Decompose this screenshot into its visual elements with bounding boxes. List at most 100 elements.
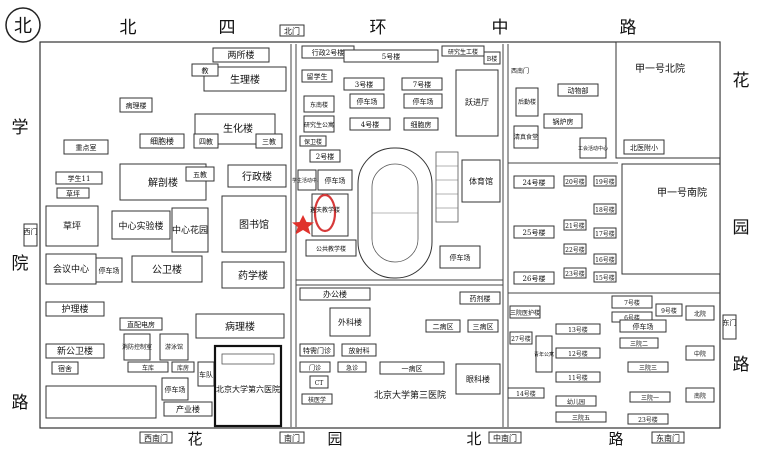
- building-warehouse[interactable]: 库房: [171, 361, 195, 373]
- region-jia1-south[interactable]: 甲一号南院: [621, 163, 721, 275]
- building-9[interactable]: 9号楼: [655, 303, 683, 317]
- building-14[interactable]: 14号楼: [507, 387, 545, 399]
- building-motorpool[interactable]: 车队: [197, 361, 215, 387]
- building-power-room[interactable]: 直配电房: [119, 317, 163, 331]
- building-logistics[interactable]: 后勤楼: [515, 87, 539, 117]
- building-25[interactable]: 25号楼: [513, 225, 555, 239]
- building-north-wing[interactable]: 北院: [685, 305, 715, 321]
- building-26[interactable]: 26号楼: [513, 271, 555, 285]
- building-vip-clinic[interactable]: 特需门诊: [299, 343, 335, 357]
- building-radiology[interactable]: 放射科: [341, 343, 377, 357]
- building-7-south[interactable]: 7号楼: [611, 295, 653, 309]
- building-third-hospital-3[interactable]: 三院三: [627, 361, 669, 373]
- building-pharmacy[interactable]: 药学楼: [221, 261, 285, 289]
- building-2[interactable]: 2号楼: [309, 149, 341, 163]
- parking-east[interactable]: 停车场: [619, 319, 667, 333]
- building-5jiao[interactable]: 五教: [185, 166, 215, 182]
- building-student-activity[interactable]: 学生活动中心: [292, 169, 322, 191]
- building-international-students[interactable]: 留学生: [301, 69, 333, 83]
- building-gymnasium[interactable]: 体育馆: [461, 159, 501, 203]
- parking-center-3[interactable]: 停车场: [317, 169, 353, 191]
- building-dorm[interactable]: 宿舍: [51, 361, 79, 375]
- building-new-public-health[interactable]: 新公卫楼: [45, 343, 105, 359]
- building-library[interactable]: 图书馆: [221, 195, 287, 253]
- building-outpatient[interactable]: 门诊: [299, 361, 331, 373]
- gate-north[interactable]: 北门: [279, 24, 305, 37]
- building-halal-canteen[interactable]: 清真食堂: [513, 125, 539, 149]
- building-boiler[interactable]: 锅炉房: [543, 113, 583, 129]
- building-nursing[interactable]: 护理楼: [45, 301, 105, 317]
- building-third-hospital-2[interactable]: 三院二: [619, 337, 659, 349]
- building-19[interactable]: 19号楼: [593, 175, 617, 187]
- building-natatorium[interactable]: 游泳馆: [159, 333, 189, 361]
- building-grad-apartment[interactable]: 研究生公寓: [303, 115, 335, 133]
- building-18[interactable]: 18号楼: [593, 203, 617, 215]
- parking-center-1[interactable]: 停车场: [349, 93, 385, 109]
- building-middle-wing[interactable]: 中院: [685, 345, 715, 361]
- building-security[interactable]: 保卫楼: [299, 135, 327, 147]
- building-emergency[interactable]: 急诊: [337, 361, 367, 373]
- building-beiyi-primary[interactable]: 北医附小: [623, 139, 665, 155]
- building-22[interactable]: 22号楼: [563, 243, 587, 255]
- building-animal-dept[interactable]: 动物部: [557, 83, 599, 97]
- building-third-hospital-5[interactable]: 三院五: [555, 411, 607, 423]
- gate-southwest[interactable]: 西南门: [139, 431, 173, 444]
- building-public-health[interactable]: 公卫楼: [131, 255, 203, 283]
- building-5[interactable]: 5号楼: [343, 49, 439, 63]
- gate-middle-south[interactable]: 中南门: [488, 431, 522, 444]
- building-cell[interactable]: 细胞楼: [139, 133, 185, 149]
- building-pharma-agent[interactable]: 药剂楼: [459, 291, 501, 305]
- building-23-res[interactable]: 23号楼: [563, 267, 587, 279]
- building-pku-sixth-hospital[interactable]: 北京大学第六医院: [213, 344, 283, 428]
- building-dongnan[interactable]: 东南楼: [303, 95, 335, 113]
- building-student11[interactable]: 学生11: [55, 171, 103, 185]
- building-23[interactable]: 23号楼: [627, 413, 669, 425]
- building-ward-3[interactable]: 三病区: [467, 319, 499, 333]
- building-16[interactable]: 16号楼: [593, 253, 617, 265]
- building-b[interactable]: B楼: [483, 51, 501, 65]
- building-yuejin-hall[interactable]: 跃进厅: [455, 69, 499, 137]
- building-central-lab[interactable]: 中心实验楼: [111, 210, 171, 240]
- building-fire-control[interactable]: 消防控制室: [122, 333, 152, 361]
- building-27[interactable]: 27号楼: [509, 331, 533, 345]
- building-reproductive-center[interactable]: [45, 385, 157, 419]
- building-20[interactable]: 20号楼: [563, 175, 587, 187]
- building-garage[interactable]: 车库: [127, 361, 169, 373]
- building-yifu-teaching[interactable]: 逸夫教学楼: [310, 193, 349, 237]
- building-3[interactable]: 3号楼: [343, 77, 385, 91]
- tennis-courts[interactable]: [435, 151, 459, 223]
- building-ward-1[interactable]: 一病区: [379, 361, 445, 375]
- building-surgery[interactable]: 外科楼: [329, 307, 371, 337]
- building-12[interactable]: 12号楼: [555, 347, 601, 359]
- building-3jiao[interactable]: 三教: [255, 133, 283, 149]
- building-kindergarten[interactable]: 幼儿园: [555, 395, 597, 407]
- building-key-lab[interactable]: 重点室: [63, 139, 109, 155]
- building-grad-work[interactable]: 研究生工楼: [441, 45, 485, 57]
- parking-west-1[interactable]: 停车场: [95, 257, 123, 283]
- building-staff-dorm[interactable]: 三院医护楼: [509, 305, 541, 319]
- building-13[interactable]: 13号楼: [555, 323, 601, 335]
- gate-east[interactable]: 东门: [722, 314, 737, 340]
- building-4jiao[interactable]: 四教: [193, 133, 219, 149]
- building-youth-apartment[interactable]: 青年公寓: [534, 335, 554, 373]
- building-pathology[interactable]: 病理楼: [195, 313, 285, 339]
- building-industry[interactable]: 产业楼: [163, 401, 213, 417]
- building-17[interactable]: 17号楼: [593, 227, 617, 239]
- gate-southeast[interactable]: 东南门: [651, 431, 685, 444]
- building-liangsuo[interactable]: 两所楼: [212, 47, 270, 63]
- central-garden[interactable]: 中心花园: [171, 207, 209, 253]
- building-15[interactable]: 15号楼: [593, 271, 617, 283]
- building-ward-2[interactable]: 二病区: [425, 319, 461, 333]
- building-third-hospital-1[interactable]: 三院一: [629, 391, 671, 403]
- building-nuclear[interactable]: 核医学: [301, 393, 333, 405]
- building-union-activity[interactable]: 工会活动中心: [578, 137, 608, 159]
- building-11[interactable]: 11号楼: [555, 371, 601, 383]
- building-south-wing[interactable]: 南院: [685, 387, 715, 403]
- parking-center-2[interactable]: 停车场: [403, 93, 443, 109]
- building-public-teaching[interactable]: 公共教学楼: [305, 239, 357, 257]
- parking-center-4[interactable]: 停车场: [439, 245, 481, 269]
- gate-west[interactable]: 西门: [23, 223, 38, 247]
- building-cell-room[interactable]: 细胞房: [403, 117, 439, 131]
- building-pathology-bing[interactable]: 病理楼: [119, 97, 153, 113]
- building-conference-center[interactable]: 会议中心: [45, 253, 97, 285]
